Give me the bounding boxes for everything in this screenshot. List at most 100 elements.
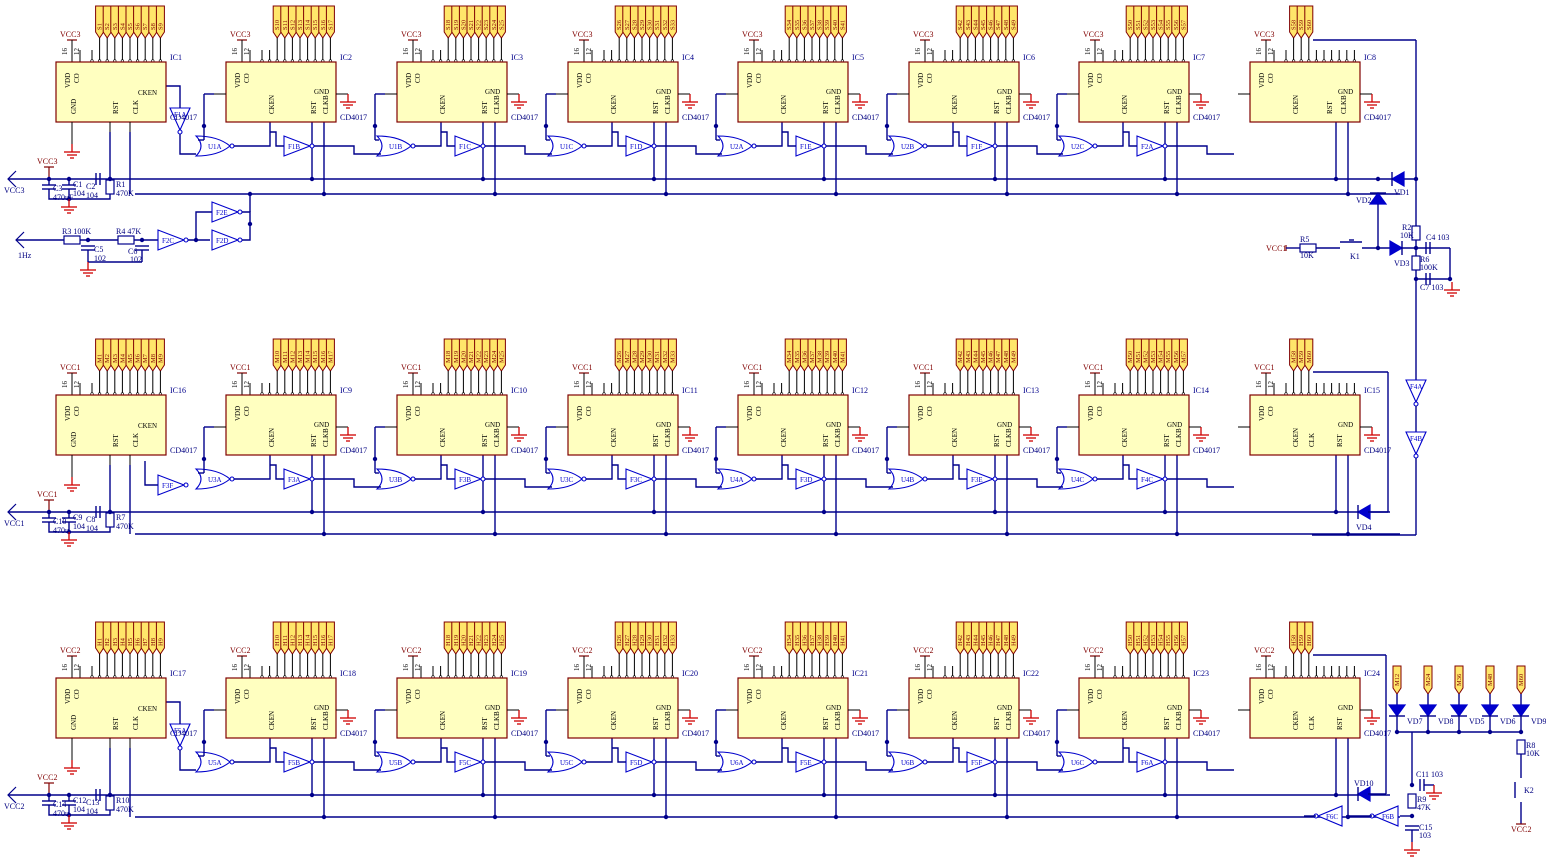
net-tag-label: S27 bbox=[624, 19, 631, 30]
power-port: VCC3 bbox=[401, 30, 421, 41]
ic-body bbox=[908, 677, 1020, 739]
net-tag-body bbox=[1289, 621, 1299, 655]
net-tag-body bbox=[110, 338, 120, 372]
rst-label: RST bbox=[310, 433, 318, 447]
component-ref: R8 bbox=[1526, 741, 1535, 750]
cken-label: CKEN bbox=[439, 711, 447, 730]
junction-dot bbox=[492, 814, 498, 820]
net-tag: H43 bbox=[963, 621, 973, 666]
net-tag-body bbox=[155, 338, 165, 372]
net-tag-label: H34 bbox=[786, 634, 793, 646]
net-tag: M46 bbox=[986, 338, 996, 383]
net-tag-label: S31 bbox=[654, 20, 661, 30]
component-ref: C9 bbox=[73, 513, 82, 522]
supply-arrow-icon bbox=[7, 786, 17, 804]
net-tag: M23 bbox=[481, 338, 491, 383]
clkb-label: CLKB bbox=[1175, 95, 1183, 114]
ic-reference: IC8 bbox=[1364, 53, 1376, 62]
or-gate-label: U3B bbox=[389, 476, 403, 484]
ic-body bbox=[396, 677, 508, 739]
net-tag-body bbox=[1178, 5, 1188, 39]
resistor-body bbox=[117, 235, 135, 245]
power-port: VCC1 bbox=[572, 363, 592, 374]
gnd-label: GND bbox=[314, 88, 329, 96]
or-gate-bubble bbox=[581, 476, 587, 482]
junction-dot bbox=[884, 456, 890, 462]
ic-reference: IC20 bbox=[682, 669, 698, 678]
net-tag-body bbox=[287, 621, 297, 655]
net-tag-label: S12 bbox=[289, 20, 296, 30]
pin-number: 16 bbox=[1255, 664, 1263, 672]
net-tag-label: M54 bbox=[1158, 350, 1165, 363]
buffer-bubble bbox=[480, 759, 486, 765]
net-tag: H54 bbox=[1156, 621, 1166, 666]
buffer-bubble bbox=[183, 482, 189, 488]
net-tag: S5 bbox=[125, 5, 135, 50]
or-gate-body bbox=[716, 135, 753, 157]
ic-reference: IC16 bbox=[170, 386, 186, 395]
net-tag: H37 bbox=[807, 621, 817, 666]
net-tag-label: S7 bbox=[142, 22, 149, 30]
junction-dot bbox=[713, 739, 719, 745]
net-tag-label: S46 bbox=[988, 19, 995, 30]
net-tag: S50 bbox=[1125, 5, 1135, 50]
net-tag-body bbox=[1001, 338, 1011, 372]
net-tag-body bbox=[133, 621, 143, 655]
cken-label: CKEN bbox=[439, 95, 447, 114]
junction-dot bbox=[713, 456, 719, 462]
net-tag-body bbox=[1156, 621, 1166, 655]
power-label: VCC2 bbox=[37, 773, 57, 782]
junction-dot bbox=[480, 176, 486, 182]
ic-ic10: VCC116120123456789M18M19M20M21M22M23M24M… bbox=[385, 338, 538, 456]
net-tag-body bbox=[784, 338, 794, 372]
gnd-label: GND bbox=[1167, 421, 1182, 429]
net-tag: S18 bbox=[443, 5, 453, 50]
pin-number: 16 bbox=[402, 664, 410, 672]
net-tag-body bbox=[117, 338, 127, 372]
component-value: 10K bbox=[1526, 749, 1540, 758]
power-port: VCC2 bbox=[1254, 646, 1274, 657]
part-number: CD4017 bbox=[1023, 729, 1050, 738]
pin-number: 16 bbox=[402, 381, 410, 389]
power-label: VCC3 bbox=[1083, 30, 1103, 39]
junction-dot bbox=[1004, 531, 1010, 537]
component-value: 470u bbox=[53, 526, 69, 535]
vdd-label: VDD bbox=[405, 406, 413, 421]
junction-dot bbox=[492, 191, 498, 197]
net-tag-label: M23 bbox=[483, 351, 490, 363]
net-tag-body bbox=[799, 5, 809, 39]
net-tag-label: M12 bbox=[1394, 674, 1401, 686]
component-value: 47K bbox=[1417, 803, 1431, 812]
or-gate-body bbox=[375, 135, 412, 157]
wire bbox=[415, 455, 442, 480]
net-tag-body bbox=[963, 5, 973, 39]
or-gate-bubble bbox=[229, 143, 235, 149]
power-label: VCC1 bbox=[60, 363, 80, 372]
ground-symbol bbox=[1023, 427, 1039, 442]
ic-ic24: VCC216120123456789H58H59H60VDDCOIC24CKEN… bbox=[1238, 621, 1391, 739]
co-label: CO bbox=[243, 689, 251, 699]
vdd-label: VDD bbox=[1258, 689, 1266, 704]
pin-number: 12 bbox=[755, 48, 763, 56]
resistor-body bbox=[1407, 793, 1417, 809]
buffer-gate: F6A bbox=[1136, 751, 1168, 773]
buffer-label: F1A bbox=[174, 111, 186, 119]
net-tag: M39 bbox=[822, 338, 832, 383]
junction-dot bbox=[1162, 509, 1168, 515]
buffer-label: F5D bbox=[630, 759, 642, 767]
wire bbox=[195, 211, 212, 240]
net-tag: S44 bbox=[970, 5, 980, 50]
net-tag: H36 bbox=[799, 621, 809, 666]
ground-symbol bbox=[1444, 282, 1460, 297]
alarm-network: M12VD7M24VD8M36VD5M48VD6M60VD9R810KK2VCC… bbox=[1304, 654, 1546, 857]
net-tag-label: H13 bbox=[297, 635, 304, 646]
net-tag-body bbox=[784, 621, 794, 655]
cken-label: CKEN bbox=[268, 711, 276, 730]
net-tag: S17 bbox=[325, 5, 335, 50]
clkb-label: CLKB bbox=[664, 711, 672, 730]
wire bbox=[756, 455, 783, 480]
net-tag-label: S6 bbox=[135, 22, 142, 30]
net-tag: S23 bbox=[481, 5, 491, 50]
gnd-label: GND bbox=[656, 704, 671, 712]
pin-number: 16 bbox=[914, 381, 922, 389]
